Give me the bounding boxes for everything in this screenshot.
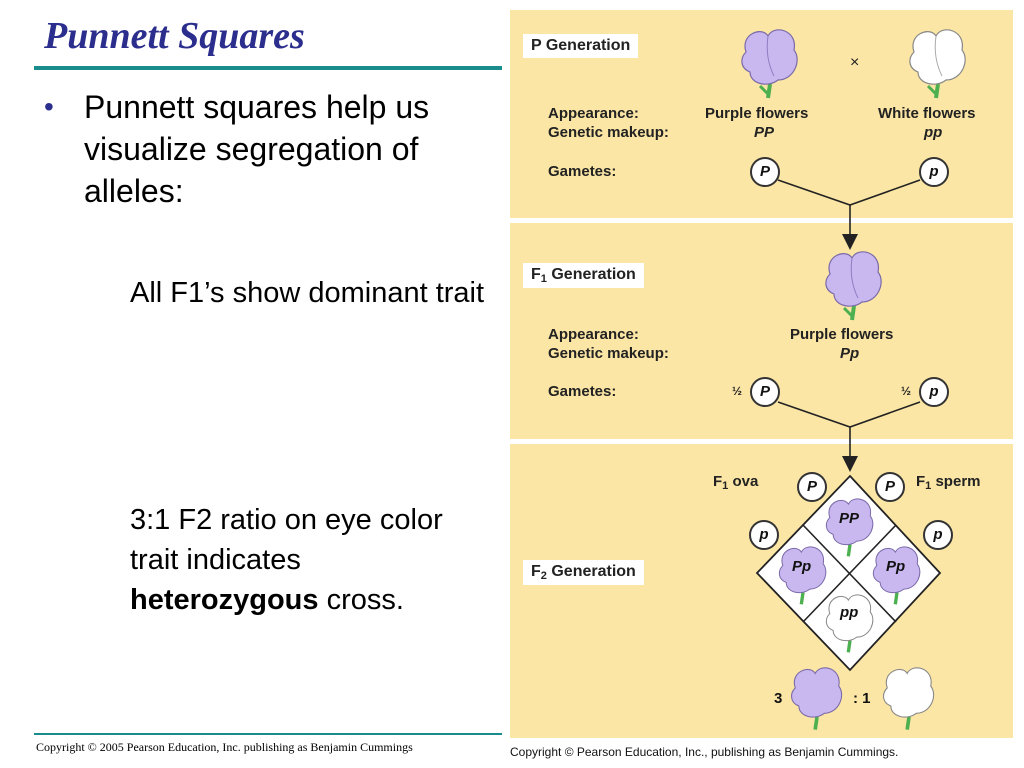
p-gametes-label: Gametes:: [548, 163, 617, 180]
sub-point-ratio-end: cross.: [318, 584, 404, 616]
p-genetic-label: Genetic makeup:: [548, 124, 669, 141]
cell-pp-label: pp: [840, 604, 859, 621]
figure-copyright: Copyright © Pearson Education, Inc., pub…: [510, 745, 899, 759]
f1-half-P: ½: [732, 384, 743, 398]
ova-word: ova: [732, 473, 759, 490]
ova-gamete-p: p: [749, 520, 779, 550]
p-gamete-p: p: [919, 157, 949, 187]
cell-Pp-right-label: Pp: [886, 558, 906, 575]
f1-purple-text: Purple flowers: [790, 326, 894, 343]
white-flower-icon: [909, 29, 966, 99]
p-white-text: White flowers: [878, 105, 976, 122]
cell-PP-label: PP: [839, 510, 860, 527]
punnett-figure: P Generation × Appearance: Genetic makeu…: [510, 10, 1013, 738]
sperm-word: sperm: [935, 473, 981, 490]
ova-subscript: 1: [722, 480, 729, 492]
ratio-purple-flower-icon: [791, 667, 843, 730]
sperm-f-letter: F: [916, 473, 926, 490]
f1-gen-word: Generation: [551, 266, 636, 283]
p-pp-genotype: pp: [924, 124, 943, 141]
f1-purple-flower-icon: [825, 251, 882, 321]
f2-f-letter: F: [531, 563, 541, 580]
f2-subscript: 2: [540, 570, 547, 582]
slide-title: Punnett Squares: [44, 15, 305, 57]
p-purple-text: Purple flowers: [705, 105, 809, 122]
ratio-three: 3: [774, 690, 783, 707]
f1-genetic-label: Genetic makeup:: [548, 345, 669, 362]
cell-Pp-right-flower-icon: [872, 546, 921, 605]
f1-f-letter: F: [531, 266, 541, 283]
cell-pp-flower-icon: [825, 594, 874, 653]
bullet-text: Punnett squares help us visualize segreg…: [84, 89, 430, 209]
f2-gen-word: Generation: [551, 563, 636, 580]
f1-gamete-P: P: [750, 377, 780, 407]
p-appearance-label: Appearance:: [548, 105, 639, 122]
sub-point-ratio-text: 3:1 F2 ratio on eye color trait indicate…: [130, 504, 443, 576]
p-gamete-P: P: [750, 157, 780, 187]
f1-Pp-genotype: Pp: [840, 345, 860, 362]
f1-gametes-label: Gametes:: [548, 383, 617, 400]
f1-ova-label: F1 ova: [713, 473, 758, 495]
ratio-white-flower-icon: [883, 667, 935, 730]
sperm-gamete-P: P: [875, 472, 905, 502]
footer-rule: [34, 733, 502, 735]
f1-generation-label: F1 Generation: [523, 263, 644, 288]
cell-Pp-left-label: Pp: [792, 558, 812, 575]
cell-PP-flower-icon: [825, 498, 874, 557]
bullet-dot: •: [44, 91, 54, 122]
f1-subscript: 1: [540, 273, 547, 285]
heterozygous-emphasis: heterozygous: [130, 584, 319, 616]
f1-sperm-label: F1 sperm: [916, 473, 981, 495]
title-underline: [34, 66, 502, 70]
ova-f-letter: F: [713, 473, 723, 490]
slide-copyright: Copyright © 2005 Pearson Education, Inc.…: [36, 740, 413, 754]
p-generation-label: P Generation: [523, 34, 639, 58]
sperm-gamete-p: p: [923, 520, 953, 550]
f1-gamete-p: p: [919, 377, 949, 407]
purple-flower-icon: [741, 29, 798, 99]
sub-point-dominant: All F1’s show dominant trait: [130, 277, 485, 309]
cross-symbol: ×: [850, 54, 860, 71]
connector-lines: [755, 179, 942, 672]
p-PP-genotype: PP: [754, 124, 775, 141]
cell-Pp-left-flower-icon: [778, 546, 827, 605]
f1-half-p: ½: [901, 384, 912, 398]
f2-generation-label: F2 Generation: [523, 560, 644, 585]
ratio-one: : 1: [853, 690, 871, 707]
f1-appearance-label: Appearance:: [548, 326, 639, 343]
ova-gamete-P: P: [797, 472, 827, 502]
sub-point-ratio: 3:1 F2 ratio on eye color trait indicate…: [130, 500, 490, 620]
sperm-subscript: 1: [925, 480, 932, 492]
